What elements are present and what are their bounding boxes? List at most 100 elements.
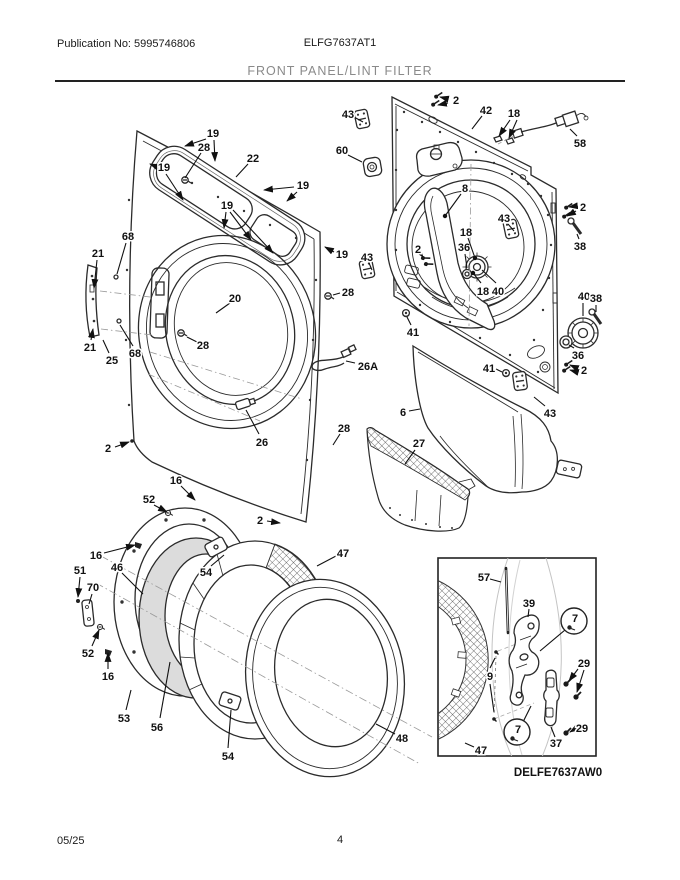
screen-mesh-band <box>366 427 470 501</box>
leader-line <box>569 128 578 137</box>
part-callout-2: 2 <box>580 202 586 214</box>
leader-line <box>153 504 168 513</box>
housing-outline <box>412 344 559 494</box>
part-callout-2: 2 <box>581 365 587 377</box>
leader-line <box>444 193 462 217</box>
leader-line <box>266 518 281 526</box>
lint-screen <box>366 427 476 532</box>
part-callout-19: 19 <box>207 128 219 140</box>
leader-line <box>566 208 577 217</box>
part-callout-28: 28 <box>338 423 350 435</box>
part-callout-70: 70 <box>87 582 99 594</box>
part-callout-26: 26 <box>256 437 268 449</box>
leader-line <box>88 593 93 605</box>
part-callout-68: 68 <box>129 348 141 360</box>
housing-handle-tab <box>555 459 583 479</box>
part-callout-19: 19 <box>297 180 309 192</box>
leader-line <box>527 608 530 618</box>
inset-diagram-code: DELFE7637AW0 <box>514 767 602 779</box>
leader-line <box>353 116 364 123</box>
leader-line <box>406 316 412 326</box>
leader-line <box>489 683 495 713</box>
construction-lines <box>99 290 303 422</box>
part-callout-8: 8 <box>462 183 468 195</box>
part-callout-25: 25 <box>106 355 118 367</box>
leader-line <box>569 724 580 733</box>
part-callout-47: 47 <box>337 548 349 560</box>
leader-line <box>464 253 468 269</box>
leader-line <box>114 441 130 449</box>
leader-line <box>263 185 295 193</box>
leader-line <box>235 163 249 178</box>
leader-line <box>539 629 566 652</box>
part-callout-40: 40 <box>492 286 504 298</box>
leader-line <box>489 578 502 583</box>
leader-line <box>375 723 396 735</box>
footer-page-number: 4 <box>336 834 344 846</box>
screw-7-icon <box>567 625 572 630</box>
part-callout-28: 28 <box>342 287 354 299</box>
leader-line <box>332 433 341 446</box>
door-glass <box>244 578 406 778</box>
part-callout-41: 41 <box>483 363 495 375</box>
part-callout-19: 19 <box>158 162 170 174</box>
leader-dot <box>442 213 448 219</box>
plug-41-icon <box>501 368 511 378</box>
screw-38-icon <box>567 217 603 325</box>
leader-line <box>507 223 515 232</box>
leader-line <box>568 202 579 210</box>
clip-16-icon <box>135 542 142 549</box>
part-callout-57: 57 <box>478 572 490 584</box>
inset-align-dashes <box>493 635 538 720</box>
leader-dot <box>470 270 476 276</box>
frame-clip-54 <box>218 691 242 711</box>
front-panel <box>85 129 357 523</box>
leader-line <box>550 726 556 738</box>
part-callout-27: 27 <box>413 438 425 450</box>
leader-line <box>495 368 503 373</box>
leader-line <box>186 336 198 343</box>
bearing-ring-40 <box>559 317 599 349</box>
page-title: FRONT PANEL/LINT FILTER <box>247 64 433 78</box>
part-callout-18: 18 <box>477 286 489 298</box>
leader-line <box>568 344 575 349</box>
screw-28-icon <box>324 292 335 300</box>
leader-line <box>316 555 337 567</box>
leader-line <box>508 119 518 139</box>
leader-line <box>464 742 475 748</box>
part-callout-18: 18 <box>508 108 520 120</box>
part-callout-29: 29 <box>578 658 590 670</box>
leader-dot <box>472 255 478 261</box>
screw-2-icon <box>560 365 573 374</box>
leader-line <box>87 328 95 341</box>
part-callout-37: 37 <box>550 738 562 750</box>
leader-line <box>569 364 580 372</box>
plug-41-icon <box>401 308 411 318</box>
console-opening <box>149 145 306 266</box>
part-callout-43: 43 <box>544 408 556 420</box>
part-callout-22: 22 <box>247 153 259 165</box>
leader-line <box>184 138 207 147</box>
part-callout-39: 39 <box>523 598 535 610</box>
leader-line <box>91 259 99 289</box>
part-callout-56: 56 <box>151 722 163 734</box>
callout-layer: 192819221919196821212568202826226A281652… <box>72 94 603 765</box>
part-callout-20: 20 <box>229 293 241 305</box>
part-callout-36: 36 <box>458 242 470 254</box>
part-callout-58: 58 <box>574 138 586 150</box>
leader-line <box>332 292 341 296</box>
part-callout-29: 29 <box>576 723 588 735</box>
screw-7-icon-tail <box>513 738 519 742</box>
leader-line <box>165 173 184 201</box>
part-callout-18: 18 <box>460 227 472 239</box>
leader-line <box>368 262 373 271</box>
leader-line <box>471 115 483 130</box>
leader-line <box>227 709 232 749</box>
leader-line <box>232 209 274 254</box>
inset-hatch-band <box>438 579 489 741</box>
part-callout-16: 16 <box>170 475 182 487</box>
leader-line <box>245 409 260 435</box>
leader-line <box>102 339 110 354</box>
wire-26a <box>311 344 357 371</box>
leader-line <box>489 657 496 669</box>
